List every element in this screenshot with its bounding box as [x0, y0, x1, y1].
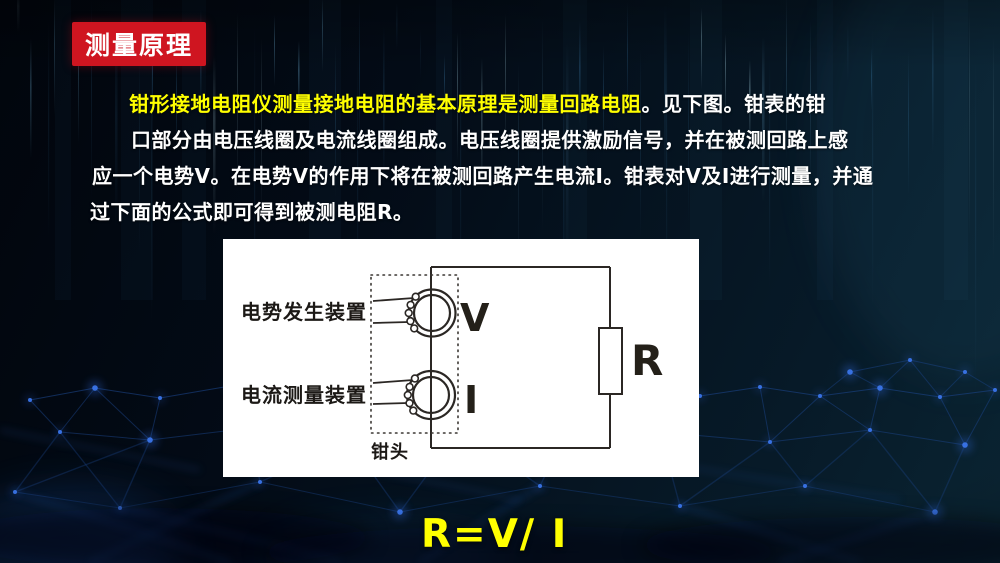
- v-label: V: [460, 296, 490, 340]
- title-badge: 测量原理: [72, 22, 206, 66]
- i-label: I: [464, 378, 478, 422]
- clamp-head-label: 钳头: [371, 441, 409, 463]
- r-label: R: [631, 336, 663, 385]
- current-device-label: 电流测量装置: [241, 383, 367, 407]
- paragraph-line-1-rest: 。见下图。钳表的钳: [641, 92, 826, 116]
- paragraph-highlight: 钳形接地电阻仪测量接地电阻的基本原理是测量回路电阻: [129, 92, 642, 116]
- paragraph-line-4: 过下面的公式即可得到被测电阻R。: [90, 200, 414, 224]
- voltage-device-label: 电势发生装置: [241, 300, 367, 324]
- paragraph-line-1: 钳形接地电阻仪测量接地电阻的基本原理是测量回路电阻。见下图。钳表的钳: [129, 88, 826, 117]
- resistor-symbol: [598, 327, 623, 395]
- paragraph-line-2: 口部分由电压线圈及电流线圈组成。电压线圈提供激励信号，并在被测回路上感: [131, 128, 849, 152]
- circuit-diagram: 电势发生装置 电流测量装置 钳头 V I R: [223, 239, 699, 477]
- resistance-formula: R=V/ I: [421, 512, 569, 557]
- paragraph-line-3: 应一个电势V。在电势V的作用下将在被测回路产生电流I。钳表对V及I进行测量，并通: [92, 164, 874, 188]
- title-badge-label: 测量原理: [84, 31, 193, 60]
